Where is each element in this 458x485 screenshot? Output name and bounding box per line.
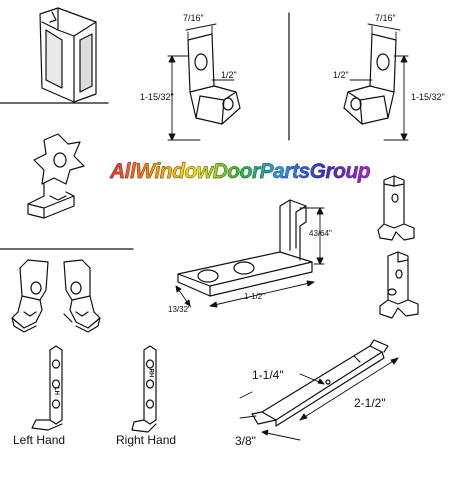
dim-label: 2-1/2" — [354, 396, 386, 410]
dim-lines-plate — [175, 207, 325, 308]
part-angled-bracket-right — [343, 33, 397, 125]
part-angled-bracket-left — [187, 33, 241, 125]
stamp-lh: LH — [53, 387, 59, 395]
dim-lines-right — [349, 23, 409, 141]
dim-label: 1-1/2" — [244, 292, 266, 301]
dim-label: 1-15/32" — [140, 92, 174, 102]
dim-label: 3/8" — [235, 434, 256, 448]
dim-label: 1-1/4" — [252, 368, 284, 382]
dim-label: 13/32" — [168, 305, 191, 314]
dim-lines-bar — [239, 357, 399, 441]
part-right-hand-strip — [131, 345, 157, 433]
part-small-latch-upper — [377, 175, 415, 241]
dim-label: 43/64" — [309, 229, 332, 238]
stamp-rh: RH — [147, 368, 154, 378]
dim-lines-left — [167, 23, 235, 141]
part-star-cam — [27, 133, 85, 219]
caption-left-hand: Left Hand — [13, 433, 66, 447]
part-left-hand-strip — [31, 345, 63, 431]
dim-label: 1-15/32" — [411, 92, 445, 102]
part-flat-plate — [177, 199, 313, 297]
part-cam-latch-right — [63, 259, 101, 333]
part-cam-latch-left — [11, 259, 49, 333]
dim-label: 7/16" — [183, 13, 204, 23]
caption-right-hand: Right Hand — [116, 433, 177, 447]
dim-label: 7/16" — [375, 13, 396, 23]
part-small-latch-lower — [379, 251, 419, 319]
dim-label: 1/2" — [333, 70, 349, 80]
watermark-brand-text: AllWindowDoorPartsGroup — [110, 160, 371, 183]
dim-label: 1/2" — [221, 70, 237, 80]
part-tall-bracket — [39, 7, 97, 103]
